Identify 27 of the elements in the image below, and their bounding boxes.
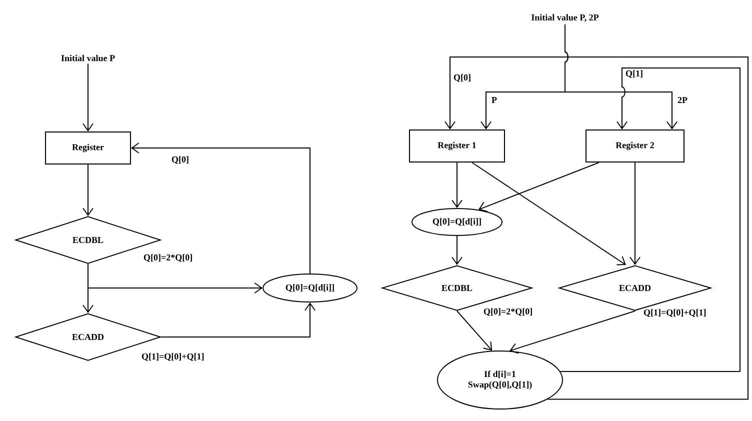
formula-label: Q[1]=Q[0]+Q[1] [644, 309, 706, 317]
arrow [82, 63, 94, 132]
arrow [456, 310, 492, 351]
arrow [452, 236, 462, 265]
arrow [509, 310, 636, 354]
edge-label: Q[1] [624, 69, 644, 79]
arrow [452, 162, 462, 208]
arrow [472, 162, 626, 266]
arrow [82, 164, 94, 216]
arrow [478, 162, 600, 212]
edge-label: P [490, 96, 498, 104]
edge-label: 2P [676, 96, 688, 104]
register-box: Register [45, 132, 131, 164]
input-label: Initial value P, 2P [529, 12, 601, 24]
register-box: Register 1 [409, 130, 505, 162]
edge-label: Q[0] [170, 155, 190, 165]
formula-label: Q[0]=2*Q[0] [484, 308, 532, 316]
arrow [131, 142, 310, 274]
arrow [560, 68, 740, 372]
edge-label: Q[0] [452, 73, 472, 83]
arrow [630, 162, 640, 265]
arrow [564, 24, 678, 130]
input-label: Initial value P [59, 52, 117, 64]
arrow [88, 264, 262, 294]
arrow [444, 56, 748, 400]
arrow [160, 302, 316, 338]
register-box: Register 2 [586, 130, 684, 162]
